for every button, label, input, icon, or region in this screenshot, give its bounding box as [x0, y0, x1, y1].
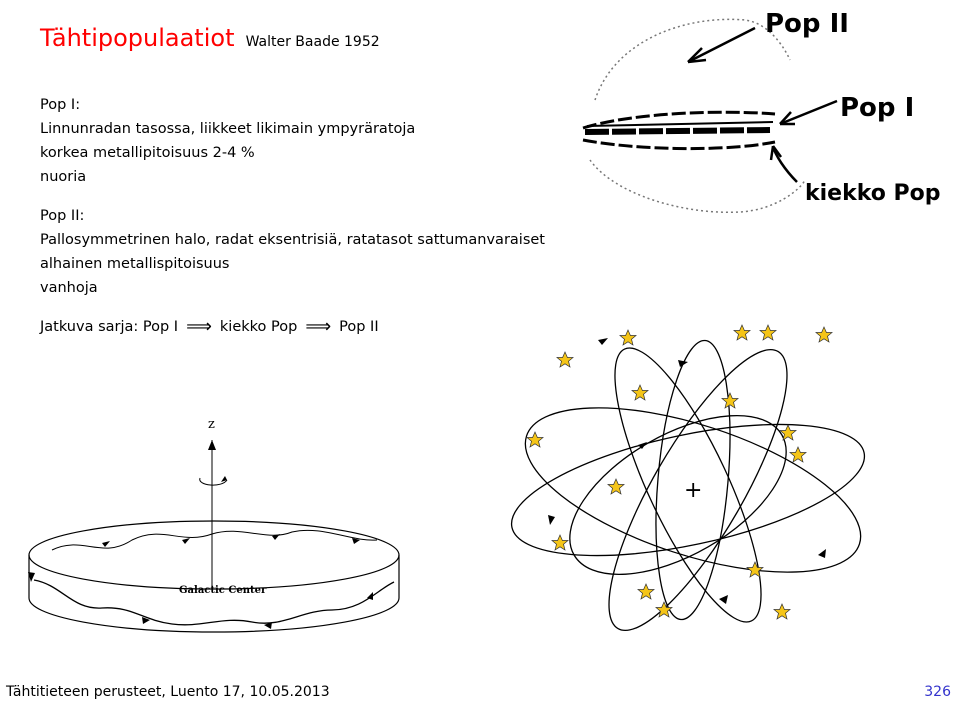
pop1-line-1: Linnunradan tasossa, liikkeet likimain y…: [40, 121, 416, 137]
halo-arc-bottom: [589, 159, 806, 214]
galaxy-sketch: Pop II Pop I kiekko Pop: [582, 9, 941, 214]
halo-orbits-diagram: +: [510, 324, 866, 632]
arrow-pop1: [779, 99, 838, 126]
disk-outline-bottom: [582, 138, 776, 151]
halo-orbits: [510, 339, 866, 632]
star-icon: [619, 329, 637, 346]
star-icon: [779, 424, 797, 441]
thin-disk-line: [584, 127, 771, 135]
sketch-label-pop1: Pop I: [840, 93, 914, 123]
title-main: Tähtipopulaatiot: [40, 24, 235, 52]
rotation-arrow-icon: [199, 477, 228, 486]
star-icon: [607, 478, 625, 495]
star-icon: [655, 601, 673, 618]
thin-disk-edge: [586, 121, 774, 127]
star-icon: [556, 351, 574, 368]
arrow-pop1-head: [779, 111, 795, 126]
halo-stars: [526, 324, 833, 620]
disk-outline-top: [582, 110, 776, 130]
sequence-first: Pop I: [142, 319, 179, 335]
pop1-line-2: korkea metallipitoisuus 2-4 %: [40, 145, 255, 161]
sequence-line: Jatkuva sarja: Pop I ⟹ kiekko Pop ⟹ Pop II: [40, 314, 379, 339]
orbit-front: [33, 579, 395, 626]
disk-bottom-edge: [28, 597, 400, 633]
pop2-block: Pop II: Pallosymmetrinen halo, radat eks…: [40, 204, 545, 300]
implies-arrow-icon: ⟹: [186, 316, 212, 337]
sketch-label-disk: kiekko Pop: [805, 181, 941, 206]
disk-top-edge: [28, 520, 400, 590]
page-number: 326: [924, 684, 951, 700]
arrow-disk-head: [769, 145, 783, 161]
star-icon: [631, 384, 649, 401]
pop2-line-2: alhainen metallispitoisuus: [40, 256, 230, 272]
star-icon: [773, 603, 791, 620]
star-icon: [746, 561, 764, 578]
pop2-line-1: Pallosymmetrinen halo, radat eksentrisiä…: [40, 232, 545, 248]
implies-arrow-icon: ⟹: [305, 316, 332, 337]
star-icon: [815, 326, 833, 343]
title-subtitle: Walter Baade 1952: [245, 34, 380, 50]
sequence-middle: kiekko Pop: [219, 319, 298, 335]
pop2-heading: Pop II:: [40, 208, 85, 224]
footer-text: Tähtitieteen perusteet, Luento 17, 10.05…: [6, 684, 330, 700]
pop1-heading: Pop I:: [40, 97, 81, 113]
arrow-pop2-head: [687, 47, 707, 64]
star-icon: [526, 431, 544, 448]
galactic-center-label: Galactic Center: [179, 585, 267, 596]
star-icon: [759, 324, 777, 341]
slide-title: Tähtipopulaatiot Walter Baade 1952: [40, 24, 380, 52]
pop1-block: Pop I: Linnunradan tasossa, liikkeet lik…: [40, 93, 415, 189]
pop1-line-3: nuoria: [40, 169, 87, 185]
sketch-label-pop2: Pop II: [765, 9, 849, 39]
center-cross-icon: +: [684, 478, 702, 503]
sequence-label: Jatkuva sarja:: [40, 319, 139, 335]
star-icon: [551, 534, 569, 551]
star-icon: [789, 446, 807, 463]
sequence-last: Pop II: [339, 319, 379, 335]
axis-z-label: z: [208, 417, 215, 432]
disk-diagram: z Galactic Center: [28, 417, 400, 633]
star-icon: [733, 324, 751, 341]
arrow-pop2: [687, 26, 756, 64]
orbit-back: [51, 529, 378, 551]
star-icon: [637, 583, 655, 600]
z-axis-arrow-icon: [208, 440, 216, 450]
star-icon: [721, 392, 739, 409]
pop2-line-3: vanhoja: [40, 280, 98, 296]
